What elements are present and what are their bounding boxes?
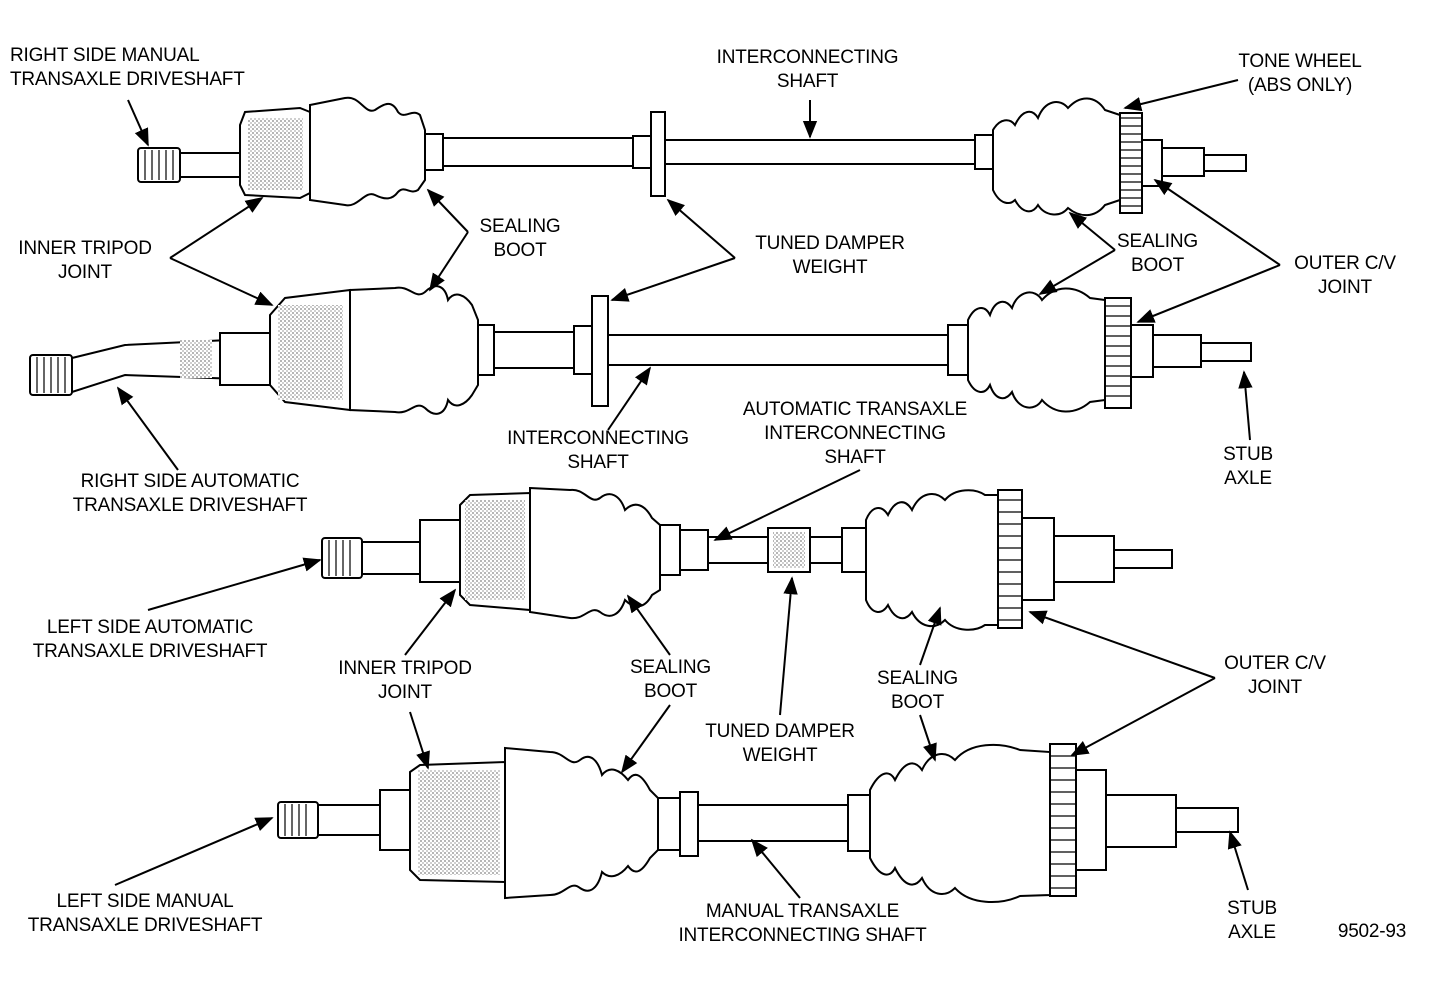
label-tone-wheel: TONE WHEEL(ABS ONLY) (1238, 51, 1362, 96)
shaft-left-side-manual (277, 743, 1239, 903)
shaft-right-side-manual (137, 96, 1247, 217)
figure-number: 9502-93 (1337, 921, 1407, 942)
leader-arrows (114, 79, 1281, 899)
shaft-right-side-automatic (29, 285, 1252, 415)
shaft-left-side-automatic (321, 486, 1173, 631)
